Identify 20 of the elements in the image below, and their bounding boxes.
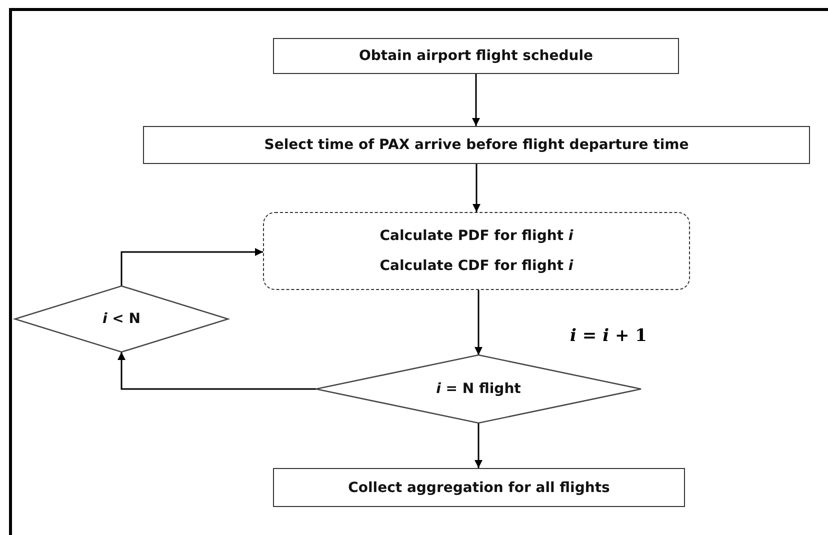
node-text: i < N [102,311,140,327]
arrow [474,423,482,468]
arrow [472,164,480,212]
arrow [472,74,480,126]
node-text: i = N flight [436,381,521,397]
node-text: Select time of PAX arrive before flight departure time [264,137,689,153]
arrow [474,290,482,355]
node-text: Calculate PDF for flight i [380,228,574,244]
arrow [120,248,263,286]
arrow [118,352,316,390]
node-text: Calculate CDF for flight i [380,258,574,274]
node-text: Collect aggregation for all flights [348,480,610,496]
decision-diamond [15,286,228,352]
node-text: Obtain airport flight schedule [358,48,594,64]
process-box [273,38,679,74]
decision-diamond [316,355,641,423]
process-box [263,212,690,290]
increment-label: i = i + 1 [570,326,647,346]
process-box [143,126,810,164]
process-box [273,468,685,507]
